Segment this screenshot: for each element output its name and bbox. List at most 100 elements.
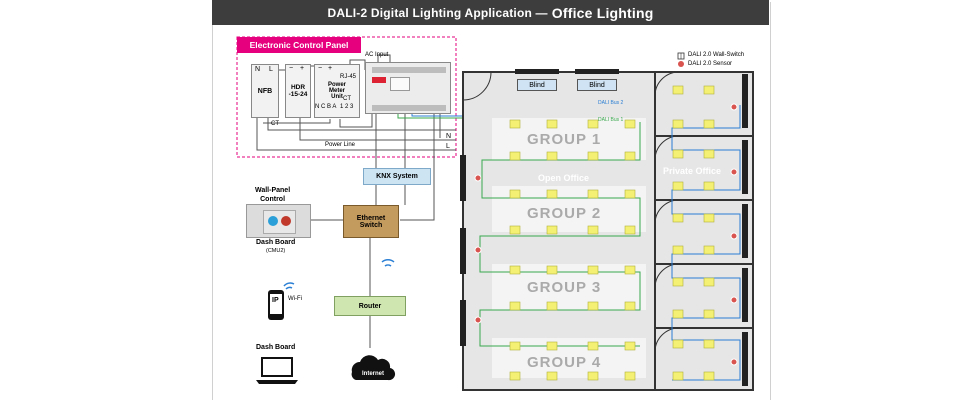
dali-bus-2-run [671, 105, 741, 381]
sensor-icon [730, 103, 738, 111]
dali-bus-1-run [481, 122, 641, 199]
ct-pins: 1 2 3 [340, 104, 354, 110]
neutral-label: N [446, 133, 452, 140]
wire [267, 118, 456, 131]
dash-board-label: Dash Board [256, 239, 296, 246]
lamp-fixture [672, 181, 684, 191]
device-terminal-strip [372, 105, 446, 111]
lamp-fixture [672, 149, 684, 159]
rj45-label: RJ-45 [340, 74, 357, 80]
lamp-fixture [703, 245, 715, 255]
laptop-icon [261, 357, 293, 377]
wifi-icon [283, 282, 295, 287]
lamp-fixture [624, 341, 636, 351]
device-display [390, 77, 410, 91]
power-meter-unit: Power Meter Unit [314, 64, 360, 118]
meter-terminals: N C B A [315, 104, 337, 110]
lamp-fixture [509, 119, 521, 129]
lamp-fixture [624, 189, 636, 199]
door-arc [654, 199, 680, 225]
lamp-fixture [587, 265, 599, 275]
lamp-fixture [546, 151, 558, 161]
door-arc [654, 135, 680, 161]
door-arc [654, 71, 680, 97]
lamp-layer [509, 85, 715, 381]
lamp-fixture [509, 265, 521, 275]
window-bar [515, 69, 559, 74]
lamp-fixture [624, 151, 636, 161]
lamp-fixture [546, 265, 558, 275]
window-bar [742, 332, 748, 386]
window-bar [742, 74, 748, 128]
wall-panel-device [246, 204, 311, 238]
dali-controller-device [365, 62, 451, 114]
lamp-fixture [703, 339, 715, 349]
sensor-icon [730, 168, 738, 176]
group-1-label: GROUP 1 [527, 131, 602, 148]
window-bar [742, 268, 748, 322]
lamp-fixture [546, 341, 558, 351]
lamp-fixture [546, 301, 558, 311]
window-bar [575, 69, 619, 74]
lamp-fixture [672, 119, 684, 129]
nfb-label: NFB [257, 87, 273, 95]
lamp-fixture [587, 371, 599, 381]
ac-input-label: AC Input [365, 52, 389, 58]
legend-sensor: DALI 2.0 Sensor [688, 61, 733, 67]
sensor-icon [474, 246, 482, 254]
lamp-fixture [624, 225, 636, 235]
lamp-fixture [546, 225, 558, 235]
lamp-fixture [587, 341, 599, 351]
group-3-label: GROUP 3 [527, 279, 602, 296]
open-office-label: Open Office [538, 173, 590, 183]
window-bar [460, 300, 466, 346]
nfb-term-l: L [269, 66, 273, 73]
dash-board-2-label: Dash Board [256, 344, 296, 351]
lamp-fixture [546, 119, 558, 129]
hdr-term-pos: + [300, 65, 305, 72]
wire [299, 118, 456, 141]
internet-cloud-icon [351, 355, 396, 381]
lamp-fixture [587, 189, 599, 199]
legend-wall-switch: DALI 2.0 Wall-Switch [688, 52, 745, 58]
lamp-fixture [587, 119, 599, 129]
lamp-fixture [509, 341, 521, 351]
sensor-icon [730, 232, 738, 240]
door-arc [654, 263, 680, 289]
lamp-fixture [672, 245, 684, 255]
lamp-fixture [509, 225, 521, 235]
sensor-icon [474, 316, 482, 324]
wire [339, 112, 373, 128]
lamp-fixture [703, 371, 715, 381]
lamp-fixture [624, 119, 636, 129]
meter-label: Power Meter Unit [327, 82, 346, 100]
wire [263, 119, 331, 124]
group-2-label: GROUP 2 [527, 205, 602, 222]
window-bar [460, 228, 466, 274]
laptop-icon [256, 380, 298, 384]
panel-button-icon [281, 216, 291, 226]
ip-label: IP [272, 297, 279, 304]
lamp-fixture [509, 301, 521, 311]
lamp-fixture [624, 265, 636, 275]
meter-term-pos: + [328, 65, 333, 72]
lamp-fixture [703, 85, 715, 95]
window-bar [742, 204, 748, 258]
wifi-icon [381, 258, 395, 263]
internet-label: Internet [362, 371, 385, 377]
lamp-fixture [672, 277, 684, 287]
device-brand-mark [372, 77, 386, 83]
panel-outline [236, 36, 457, 158]
blind-left: Blind [517, 79, 557, 91]
device-terminal-strip [372, 67, 446, 73]
door-arc [462, 71, 492, 101]
hdr-term-neg: − [289, 65, 294, 72]
power-line-label: Power Line [325, 142, 356, 148]
wifi-label: Wi-Fi [288, 296, 302, 302]
sensor-legend-icon [678, 61, 684, 67]
hdr-label: HDR -15-24 [288, 84, 308, 98]
lamp-fixture [703, 309, 715, 319]
lamp-fixture [672, 371, 684, 381]
